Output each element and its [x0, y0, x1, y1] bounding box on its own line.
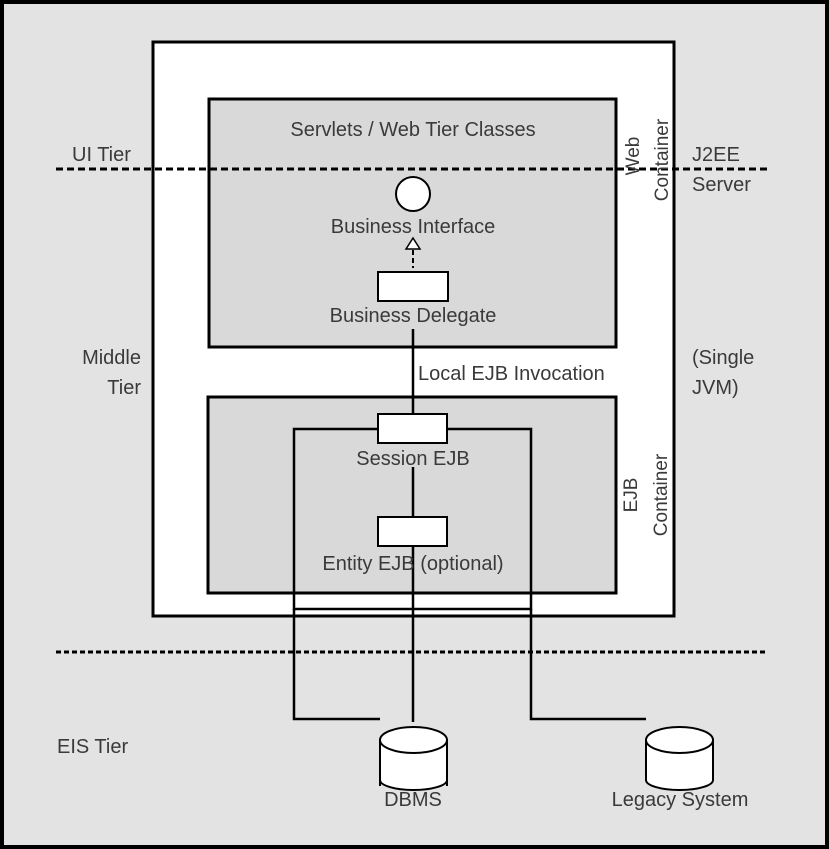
- single-jvm-note-line2: JVM): [692, 377, 739, 399]
- middle-tier-label-line1: Middle: [82, 347, 141, 369]
- realization-arrow-head-icon: [404, 236, 422, 250]
- business-delegate-label: Business Delegate: [330, 305, 497, 327]
- dbms-label: DBMS: [384, 789, 442, 811]
- j2ee-server-label-line1: J2EE: [692, 144, 740, 166]
- legacy-system-label: Legacy System: [612, 789, 749, 811]
- business-delegate-component: [377, 271, 449, 302]
- j2ee-server-label-line2: Server: [692, 174, 751, 196]
- ejb-container-label-line2: Container: [651, 453, 672, 536]
- web-container-label-line1: Web: [623, 137, 644, 176]
- entity-ejb-label: Entity EJB (optional): [322, 553, 503, 575]
- session-ejb-component: [377, 413, 448, 444]
- dbms-cylinder-icon: [379, 726, 448, 791]
- business-interface-icon: [395, 176, 431, 212]
- ejb-to-legacy-line: [529, 609, 646, 721]
- session-ejb-label: Session EJB: [356, 448, 469, 470]
- business-interface-label: Business Interface: [331, 216, 496, 238]
- ejb-container-label-line1: EJB: [621, 478, 642, 513]
- middle-tier-label-line2: Tier: [107, 377, 141, 399]
- local-ejb-invocation-label: Local EJB Invocation: [418, 363, 605, 385]
- web-container-box: [207, 97, 618, 349]
- ejb-to-dbms-line: [292, 609, 380, 721]
- single-jvm-note-line1: (Single: [692, 347, 754, 369]
- web-tier-title: Servlets / Web Tier Classes: [290, 119, 535, 141]
- entity-ejb-component: [377, 516, 448, 547]
- web-container-label-line2: Container: [652, 118, 673, 201]
- ui-tier-label: UI Tier: [72, 144, 131, 166]
- legacy-system-cylinder-icon: [645, 726, 714, 791]
- eis-tier-label: EIS Tier: [57, 736, 128, 758]
